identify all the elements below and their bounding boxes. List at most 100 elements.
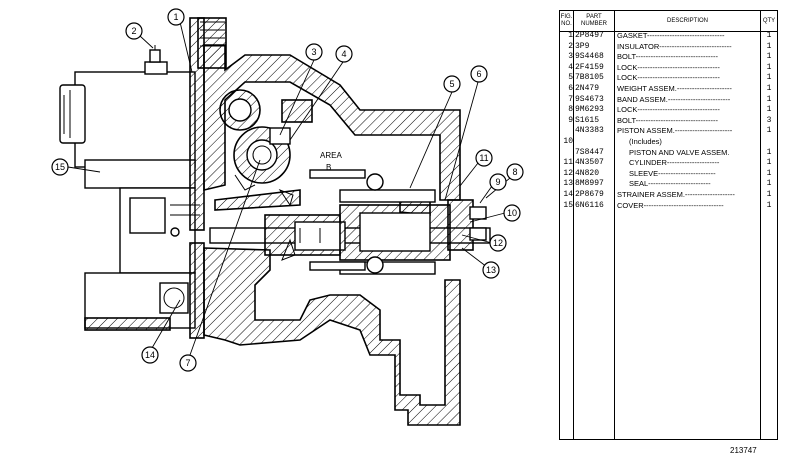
qty-cell: 1 xyxy=(766,73,772,83)
fig-no-cell: 6 xyxy=(568,83,573,93)
callout-8: 8 xyxy=(506,163,524,181)
callout-4: 4 xyxy=(335,45,353,63)
description-cell: BOLT--------------------------------- xyxy=(617,115,719,125)
header-description: DESCRIPTION xyxy=(615,11,761,31)
callout-7: 7 xyxy=(179,354,197,372)
part-number-cell: 7B8105 xyxy=(575,73,604,83)
description-cell: SEAL------------------------- xyxy=(629,179,711,189)
fig-no-cell: 11 xyxy=(563,158,573,168)
description-cell: BOLT--------------------------------- xyxy=(617,52,719,62)
svg-text:15: 15 xyxy=(55,162,65,172)
description-cell: GASKET------------------------------- xyxy=(617,31,725,40)
part-number-cell: 8M8997 xyxy=(575,179,604,189)
fig-no-cell: 9 xyxy=(568,115,573,125)
callout-11: 11 xyxy=(475,149,493,167)
svg-text:13: 13 xyxy=(486,265,496,275)
parts-list-header: FIG. NO. PART NUMBER DESCRIPTION QTY xyxy=(560,11,777,32)
fig-no-cell: 14 xyxy=(563,189,573,199)
fig-no-cell: 13 xyxy=(563,179,573,189)
svg-text:5: 5 xyxy=(449,79,454,89)
callout-9: 9 xyxy=(489,173,507,191)
qty-cell: 3 xyxy=(766,115,772,125)
description-cell: COVER-------------------------------- xyxy=(617,200,724,210)
part-number-cell: 9S4468 xyxy=(575,52,604,62)
qty-cell: 1 xyxy=(766,147,772,157)
callout-13: 13 xyxy=(482,261,500,279)
fig-no-cell: 15 xyxy=(563,200,573,210)
drawing-number: 213747 xyxy=(730,446,757,455)
callout-2: 2 xyxy=(125,22,143,40)
qty-cell: 1 xyxy=(766,83,772,93)
part-number-cell: 2F4159 xyxy=(575,62,604,72)
svg-text:8: 8 xyxy=(512,167,517,177)
part-number-cell: S1615 xyxy=(575,115,600,125)
qty-cell: 1 xyxy=(766,94,772,104)
qty-cell: 1 xyxy=(766,31,772,40)
description-cell: LOCK--------------------------------- xyxy=(617,73,720,83)
description-cell: CYLINDER--------------------- xyxy=(629,158,720,168)
part-number-cell: 9M6293 xyxy=(575,105,604,115)
description-cell: SLEEVE----------------------- xyxy=(629,168,716,178)
part-number-cell: 7S8447 xyxy=(575,147,604,157)
part-number-cell: 6N6116 xyxy=(575,200,604,210)
fig-no-cell: 8 xyxy=(568,105,573,115)
description-cell: INSULATOR----------------------------- xyxy=(617,41,732,51)
svg-text:10: 10 xyxy=(507,208,517,218)
piston-valve-assembly xyxy=(209,169,491,275)
header-part-number: PART NUMBER xyxy=(574,11,615,31)
callout-10: 10 xyxy=(503,204,521,222)
qty-cell: 1 xyxy=(766,158,772,168)
part-number-cell: 3P9 xyxy=(575,41,590,51)
fig-no-cell: 10 xyxy=(563,136,573,146)
header-fig-no: FIG. NO. xyxy=(560,11,574,31)
svg-text:9: 9 xyxy=(495,177,500,187)
svg-text:2: 2 xyxy=(131,26,136,36)
part-number-cell xyxy=(574,137,615,148)
description-cell: BAND ASSEM.------------------------- xyxy=(617,94,731,104)
qty-cell: 1 xyxy=(766,200,772,210)
callout-15: 15 xyxy=(51,158,69,176)
callout-12: 12 xyxy=(489,234,507,252)
qty-cell: 1 xyxy=(766,179,772,189)
fig-no-cell: 1 xyxy=(568,31,573,40)
fig-no-cell xyxy=(560,126,574,137)
cross-section-diagram: AREA B 1 2 3 4 5 6 7 8 9 10 11 12 13 14 … xyxy=(51,8,524,426)
part-number-cell: 4N3383 xyxy=(575,126,604,136)
callout-6: 6 xyxy=(470,65,488,83)
header-qty: QTY xyxy=(762,17,776,24)
fig-no-cell: 7 xyxy=(568,94,573,104)
area-label: AREA xyxy=(320,151,342,160)
part-number-cell: 2P8497 xyxy=(575,31,604,40)
part-number-cell: 2N479 xyxy=(575,83,600,93)
weight-assembly xyxy=(219,89,313,191)
callout-1: 1 xyxy=(167,8,185,26)
svg-text:3: 3 xyxy=(311,47,316,57)
qty-cell: 1 xyxy=(766,189,772,199)
svg-text:14: 14 xyxy=(145,350,155,360)
table-row: 10(Includes) xyxy=(560,137,777,148)
fig-no-cell: 2 xyxy=(568,41,573,51)
fig-no-cell: 3 xyxy=(568,52,573,62)
fig-no-cell: 4 xyxy=(568,62,573,72)
description-cell: STRAINER ASSEM.-------------------- xyxy=(617,189,735,199)
svg-text:6: 6 xyxy=(476,69,481,79)
part-number-cell: 9S4673 xyxy=(575,94,604,104)
qty-cell: 1 xyxy=(766,105,772,115)
area-letter: B xyxy=(326,163,331,172)
svg-text:4: 4 xyxy=(341,49,346,59)
qty-cell: 1 xyxy=(766,52,772,62)
